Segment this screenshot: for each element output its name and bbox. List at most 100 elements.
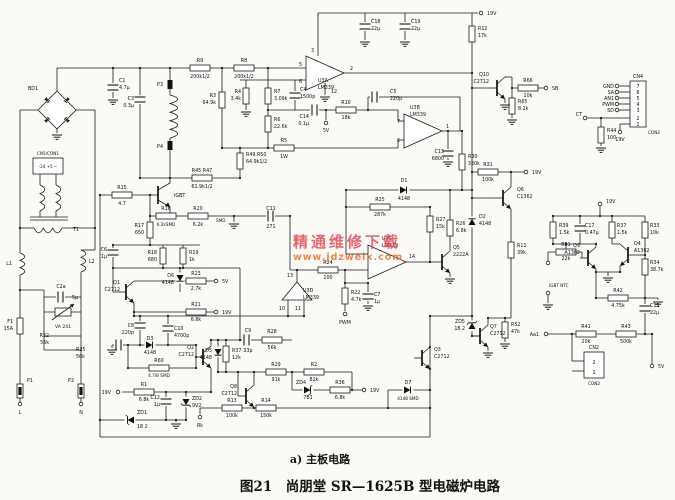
schematic-label: 10k [524, 93, 533, 99]
junction-dot [194, 355, 198, 359]
resistor [517, 84, 539, 92]
schematic-label: P2 [68, 378, 74, 384]
transistor [245, 384, 255, 393]
schematic-label: Q7 [490, 324, 497, 330]
schematic-label: 200k1/2 [234, 74, 254, 80]
schematic-label: C15 [650, 303, 659, 309]
schematic-label: R30 [468, 154, 477, 160]
junction-dot [111, 243, 115, 247]
schematic-label: 19V [487, 11, 497, 17]
schematic-label: R41 [581, 324, 590, 330]
junction-dot [164, 418, 168, 422]
schematic-label: 0.47μ [585, 230, 599, 236]
schematic-label: PWM [339, 320, 351, 326]
junction-dot [510, 86, 514, 90]
junction-dot [460, 188, 464, 192]
schematic-label: R13 [227, 398, 236, 404]
junction-dot [428, 260, 432, 264]
diode [214, 349, 222, 356]
terminal [78, 401, 84, 407]
schematic-label: D5 [205, 348, 212, 354]
schematic-label: R4 [235, 89, 241, 95]
junction-dot [266, 108, 270, 112]
schematic-label: R66 [523, 78, 532, 84]
transistor [202, 345, 212, 354]
resistor [236, 152, 244, 170]
schematic-label: 5V [323, 128, 330, 134]
schematic-label: R9 [197, 58, 203, 64]
schematic-label: R35 [76, 347, 85, 353]
resistor [218, 91, 226, 109]
schematic-label: U3C [382, 236, 393, 242]
schematic-label: 15k [436, 224, 445, 230]
junction-dot [428, 345, 432, 349]
resistor [148, 364, 170, 372]
schematic-label: Q5 [453, 245, 460, 251]
terminal [582, 115, 588, 121]
schematic-label: 19V [532, 170, 542, 176]
schematic-label: R11 [517, 243, 526, 249]
junction-dot [288, 214, 292, 218]
schematic-label: 1500p [300, 94, 315, 100]
diode [176, 275, 184, 282]
schematic-label: 6.8k [456, 228, 467, 234]
varistor [51, 303, 75, 321]
transistor [587, 246, 597, 255]
connector-box [32, 157, 64, 175]
junction-dot [238, 176, 242, 180]
junction-dot [643, 296, 647, 300]
schematic-label: L2 [89, 259, 95, 265]
junction-dot [386, 406, 390, 410]
resistor [265, 368, 287, 376]
wire-gap [289, 91, 301, 100]
schematic-label: R34 [650, 260, 659, 266]
schematic-label: 4.7μ [119, 85, 130, 91]
schematic-label: 4148 [162, 280, 174, 286]
wire-gap [107, 248, 119, 257]
schematic-label: CN2 [589, 345, 599, 351]
resistor [185, 308, 207, 316]
bridge-diode-icon [65, 118, 70, 123]
diode [466, 322, 469, 325]
schematic-label: Q3 [434, 347, 441, 353]
schematic-label: 4700p [174, 333, 189, 339]
schematic-label: SD [607, 108, 614, 114]
schematic-label: 18 2 [137, 424, 148, 430]
terminal [543, 85, 549, 91]
junction-dot [161, 266, 165, 270]
inductor-coil [33, 227, 63, 234]
resistor [508, 97, 516, 115]
terminal [614, 95, 620, 101]
schematic-label: GND [603, 84, 614, 90]
terminal [17, 401, 23, 407]
junction-dot [252, 370, 256, 374]
resistor [159, 247, 167, 265]
schematic-label: 1 [446, 124, 449, 130]
junction-dot [570, 332, 574, 336]
junction-dot [470, 196, 474, 200]
schematic-label: R28 [267, 329, 276, 335]
schematic-label: Q4 [634, 241, 641, 247]
schematic-label: R15 [117, 185, 126, 191]
junction-dot [578, 214, 582, 218]
junction-dot [132, 310, 136, 314]
schematic-label: R16 [161, 206, 170, 212]
schematic-label: 38.7k [650, 267, 664, 273]
schematic-label: 8.2k [518, 106, 529, 112]
schematic-label: LM339 [318, 85, 334, 91]
schematic-label: C2a [56, 284, 65, 290]
schematic-label: 2 [636, 116, 639, 122]
junction-dot [138, 314, 142, 318]
junction-dot [98, 193, 102, 197]
wire-gap [370, 91, 379, 103]
junction-dot [324, 108, 328, 112]
schematic-label: R3 [210, 93, 216, 99]
junction-dot [594, 242, 598, 246]
junction-dot [174, 418, 178, 422]
diode [180, 403, 183, 406]
resistor [426, 215, 434, 233]
schematic-label: 100k [226, 413, 238, 419]
resistor [255, 404, 277, 412]
schematic-label: D7 [405, 380, 412, 386]
terminal [617, 129, 623, 135]
